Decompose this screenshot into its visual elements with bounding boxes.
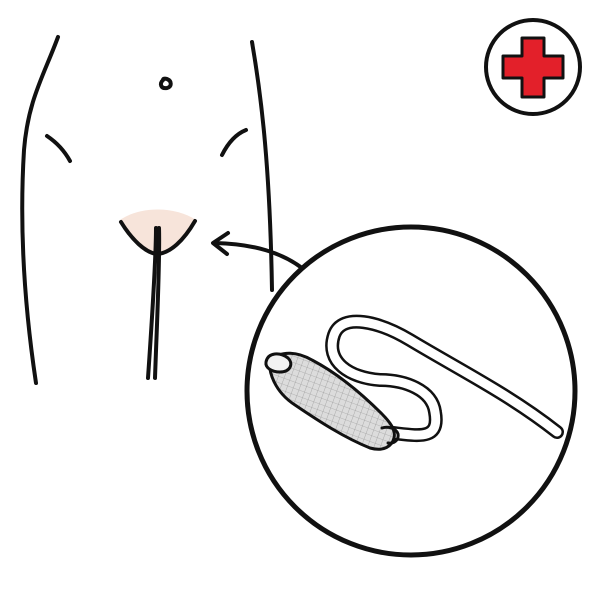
inner-thigh-right <box>153 226 162 380</box>
device-connector <box>380 425 400 445</box>
lower-torso-figure <box>20 35 274 385</box>
right-body-outline <box>250 40 274 292</box>
device-illustration <box>264 314 564 451</box>
medical-badge <box>484 18 582 116</box>
curved-arrow-icon <box>211 231 304 270</box>
navel <box>158 76 173 91</box>
groin-lines <box>119 219 197 380</box>
medical-cross-icon <box>501 36 565 99</box>
left-hip-crease <box>45 134 72 163</box>
left-body-outline <box>20 35 60 385</box>
device-tip <box>264 352 293 374</box>
inner-thigh-left <box>146 226 158 380</box>
device-sheath <box>268 351 396 451</box>
right-hip-crease <box>220 128 248 157</box>
